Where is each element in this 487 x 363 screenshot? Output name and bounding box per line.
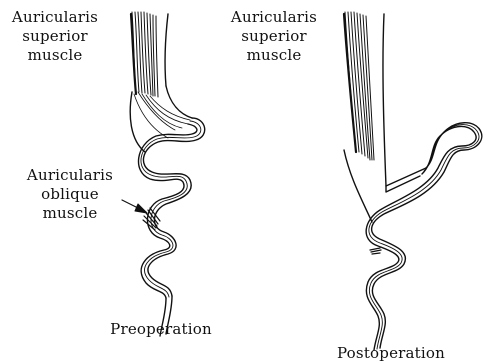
pre-oblique-label-line-3: muscle [18, 204, 122, 223]
pre-oblique-label-line-1: Auricularis [18, 166, 122, 185]
pre-fan-outline-left [130, 92, 145, 152]
post-superior-label-line-3: muscle [226, 46, 322, 65]
post-auricularis-superior-label: Auricularis superior muscle [226, 8, 322, 65]
pre-auricularis-superior-label: Auricularis superior muscle [7, 8, 103, 65]
post-cartilage [366, 123, 482, 350]
post-muscle-outline-left [344, 150, 372, 222]
pre-superior-bundle-edge [131, 14, 136, 94]
post-superior-label-line-1: Auricularis [226, 8, 322, 27]
post-posterior-skin [383, 14, 386, 186]
preoperation-drawing [122, 12, 205, 336]
pre-oblique-label-line-2: oblique [18, 185, 122, 204]
pre-superior-label-line-1: Auricularis [7, 8, 103, 27]
pre-fan-outline-right [166, 86, 192, 118]
pre-muscle-fan [134, 92, 190, 138]
preoperation-caption: Preoperation [96, 320, 226, 339]
post-oblique-remnant [370, 248, 381, 254]
post-superior-bundle-edge [344, 14, 356, 152]
pre-superior-label-line-2: superior [7, 27, 103, 46]
postoperation-caption: Postoperation [316, 344, 466, 363]
pre-cartilage [139, 118, 205, 336]
pre-auricularis-oblique-label: Auricularis oblique muscle [18, 166, 122, 223]
pre-posterior-skin [165, 14, 168, 86]
pre-superior-label-line-3: muscle [7, 46, 103, 65]
postoperation-drawing [344, 12, 482, 350]
post-superior-label-line-2: superior [226, 27, 322, 46]
pre-oblique-arrow-head [135, 204, 147, 213]
